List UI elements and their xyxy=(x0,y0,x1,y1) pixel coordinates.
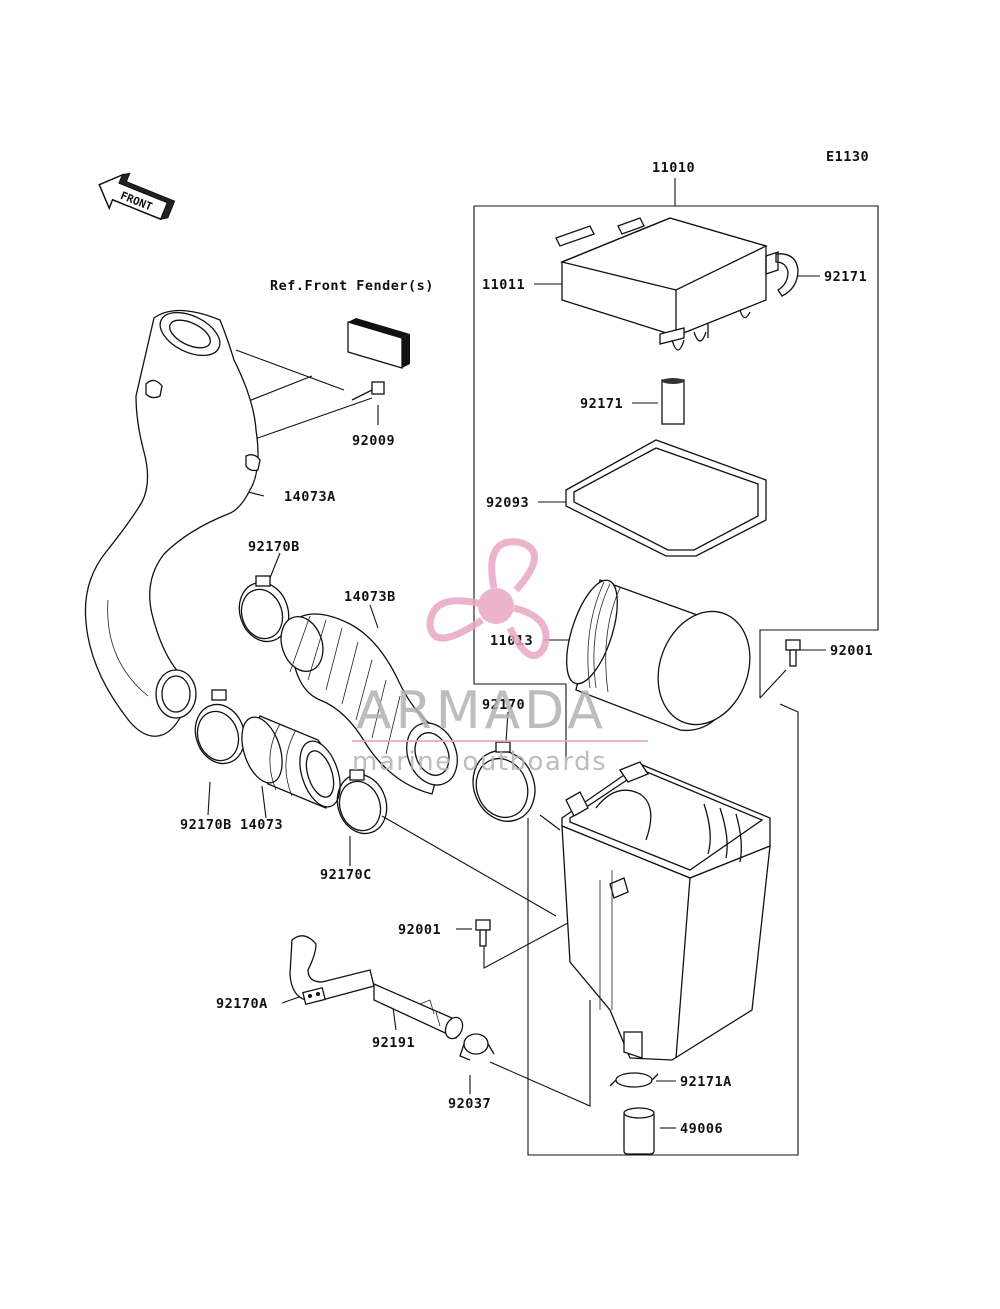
filter-element-11013 xyxy=(566,579,751,732)
diagram-code: E1130 xyxy=(826,149,869,165)
label-92170: 92170 xyxy=(482,697,525,713)
bolt-92001-mid xyxy=(475,919,491,947)
clip-92171-mid xyxy=(661,378,685,425)
screw-92009 xyxy=(351,381,385,401)
label-11010: 11010 xyxy=(652,160,695,176)
air-cleaner-cover xyxy=(555,217,768,351)
label-14073B: 14073B xyxy=(344,589,396,605)
part-labels: 11010 11011 92171 92171 92093 11013 9200… xyxy=(180,160,873,1137)
label-92171A: 92171A xyxy=(680,1074,732,1090)
intake-duct-14073B xyxy=(280,613,458,795)
clamp-92170C xyxy=(336,769,388,835)
label-92001-mid: 92001 xyxy=(398,922,441,938)
propeller-hub xyxy=(478,588,514,624)
drain-cap-49006 xyxy=(623,1107,655,1155)
label-92171-mid: 92171 xyxy=(580,396,623,412)
label-14073A: 14073A xyxy=(284,489,336,505)
label-14073: 14073 xyxy=(240,817,283,833)
label-92170B-top: 92170B xyxy=(248,539,300,555)
bolt-92001-right xyxy=(785,639,801,667)
label-92170A: 92170A xyxy=(216,996,268,1012)
fender-ref-block xyxy=(347,318,410,369)
label-11011: 11011 xyxy=(482,277,525,293)
clamp-92170B-bottom xyxy=(194,689,246,765)
propeller-blade-left xyxy=(426,597,484,642)
label-92191: 92191 xyxy=(372,1035,415,1051)
label-92093: 92093 xyxy=(486,495,529,511)
watermark: ARMADA marine outboards xyxy=(352,538,648,777)
ref-note: Ref.Front Fender(s) xyxy=(270,278,434,294)
coupling-14073 xyxy=(241,715,341,809)
front-arrow-icon: FRONT xyxy=(98,172,176,221)
clamp-92037 xyxy=(459,1033,495,1061)
label-92037: 92037 xyxy=(448,1096,491,1112)
clip-92171A xyxy=(609,1072,659,1088)
propeller-blade-right xyxy=(506,604,550,659)
label-92170B-bottom: 92170B xyxy=(180,817,232,833)
label-92170C: 92170C xyxy=(320,867,372,883)
air-cleaner-case xyxy=(561,761,771,1061)
propeller-logo xyxy=(426,538,550,659)
assembly-frame xyxy=(473,178,879,1156)
propeller-blade-top xyxy=(488,538,538,593)
label-92009: 92009 xyxy=(352,433,395,449)
watermark-brand: ARMADA xyxy=(356,681,607,741)
clip-92171-top xyxy=(765,251,799,297)
watermark-tagline: marine outboards xyxy=(352,747,607,777)
label-49006: 49006 xyxy=(680,1121,723,1137)
intake-duct-14073A xyxy=(84,309,261,737)
clip-92170A xyxy=(302,986,326,1006)
label-92171-top: 92171 xyxy=(824,269,867,285)
label-92001-right: 92001 xyxy=(830,643,873,659)
gasket-92093 xyxy=(565,439,767,557)
clamp-92170B-top xyxy=(238,575,290,643)
